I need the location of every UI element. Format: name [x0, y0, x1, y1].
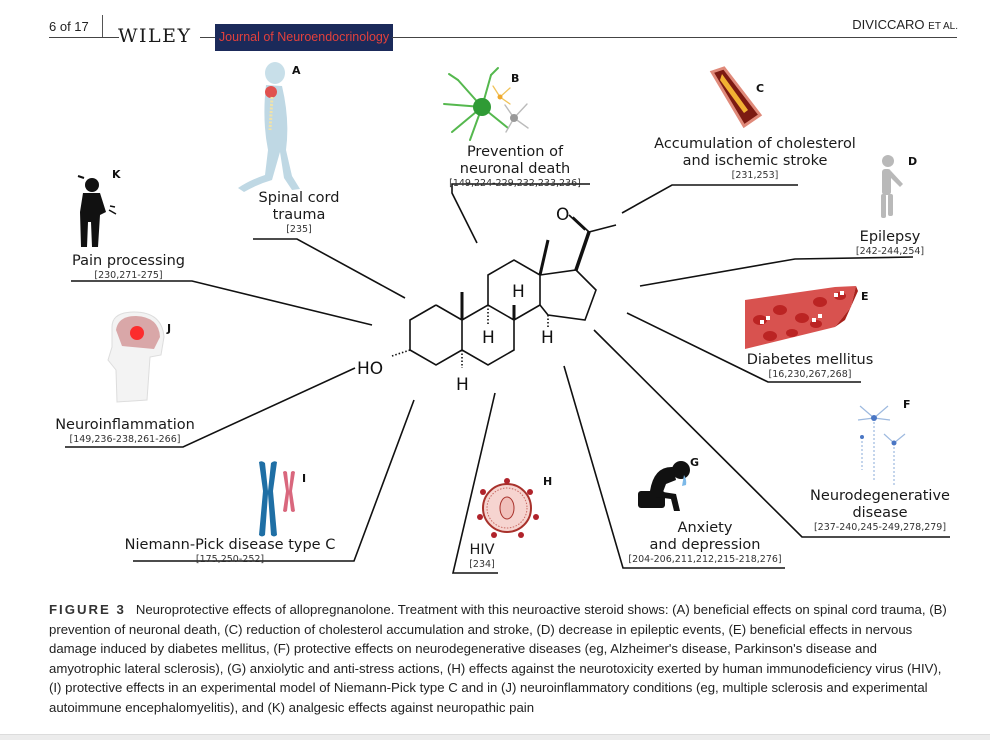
- publisher-logo: WILEY: [118, 25, 192, 47]
- panel-title: Anxiety: [677, 520, 733, 536]
- panel-references: [149,224-229,232,233,236]: [449, 178, 581, 189]
- allopregnanolone-structure: [391, 214, 617, 368]
- caption-text: Neuroprotective effects of allopregnanol…: [49, 602, 947, 715]
- panel-letter-j: J: [167, 322, 172, 335]
- running-author: DIVICCARO ET AL.: [852, 17, 958, 32]
- panel-letter-c: C: [756, 82, 765, 95]
- panel-references: [235]: [286, 224, 312, 235]
- panel-letter-k: K: [112, 168, 121, 181]
- leader-line-a: [253, 238, 406, 299]
- page-bottom-edge: [0, 734, 990, 740]
- panel-references: [231,253]: [731, 170, 779, 181]
- panel-references: [234]: [469, 559, 495, 570]
- panel-title: Neurodegenerative: [810, 488, 950, 504]
- hydrogen-label: H: [456, 375, 469, 395]
- leader-line-k: [71, 280, 373, 326]
- leader-line-b: [451, 183, 590, 244]
- panel-title: neuronal death: [459, 161, 571, 177]
- hydroxyl-label: HO: [357, 359, 383, 379]
- journal-name-banner: Journal of Neuroendocrinology: [215, 24, 393, 51]
- panel-title: Niemann-Pick disease type C: [124, 537, 336, 553]
- panel-title: trauma: [272, 207, 326, 223]
- panel-title: Epilepsy: [859, 229, 921, 245]
- leader-line-e: [626, 312, 861, 383]
- panel-label-neuroinflammation: Neuroinflammation [149,236-238,261-266]: [50, 417, 200, 445]
- neurons-icon: [443, 67, 529, 141]
- shaking-figure-icon: [881, 155, 903, 218]
- panel-references: [175,250-252]: [195, 554, 265, 565]
- leader-line-g: [563, 365, 785, 569]
- panel-label-anxiety-depression: Anxiety and depression [204-206,211,212,…: [620, 520, 790, 565]
- panel-references: [237-240,245-249,278,279]: [813, 522, 947, 533]
- walking-human-spine-icon: [238, 62, 300, 192]
- panel-title: and depression: [649, 537, 761, 553]
- author-suffix: ET AL.: [928, 21, 958, 32]
- panel-label-pain-processing: Pain processing [230,271-275]: [66, 253, 191, 281]
- leader-line-c: [621, 184, 798, 214]
- header-divider: [102, 15, 103, 37]
- panel-letter-i: I: [302, 472, 307, 485]
- panel-letter-g: G: [690, 456, 700, 469]
- panel-title: Pain processing: [72, 253, 185, 269]
- leader-line-f: [593, 329, 950, 538]
- figure-3: O HO H H H H: [0, 52, 990, 592]
- panel-title: Prevention of: [466, 144, 564, 160]
- panel-title: and ischemic stroke: [682, 153, 828, 169]
- blood-cells-glucose-icon: [745, 286, 858, 349]
- figure-label: FIGURE 3: [49, 602, 126, 617]
- panel-title: disease: [852, 505, 908, 521]
- panel-letter-a: A: [292, 64, 301, 77]
- panel-letter-e: E: [861, 290, 869, 303]
- header-rule: [49, 37, 119, 38]
- panel-letter-f: F: [903, 398, 911, 411]
- hydrogen-label: H: [482, 328, 495, 348]
- panel-label-neuronal-death: Prevention of neuronal death [149,224-22…: [440, 144, 590, 189]
- figure-artwork: O HO H H H H: [65, 62, 950, 574]
- panel-title: Accumulation of cholesterol: [654, 136, 856, 152]
- panel-label-epilepsy: Epilepsy [242-244,254]: [850, 229, 930, 257]
- panel-references: [16,230,267,268]: [768, 369, 852, 380]
- panel-title: Diabetes mellitus: [746, 352, 874, 368]
- leader-lines: [65, 183, 950, 574]
- blood-vessel-plaque-icon: [709, 66, 763, 129]
- page-number: 6 of 17: [49, 19, 89, 34]
- panel-references: [242-244,254]: [855, 246, 925, 257]
- page-header: 6 of 17 WILEY Journal of Neuroendocrinol…: [0, 0, 990, 51]
- leader-line-h: [451, 392, 498, 574]
- panel-label-hiv: HIV [234]: [462, 542, 502, 570]
- hydrogen-label: H: [541, 328, 554, 348]
- inflamed-brain-icon: [107, 311, 165, 403]
- panel-references: [230,271-275]: [94, 270, 163, 281]
- leader-line-i: [133, 399, 415, 562]
- panel-label-diabetes: Diabetes mellitus [16,230,267,268]: [745, 352, 875, 380]
- virus-icon: [477, 478, 539, 538]
- panel-title: Spinal cord: [258, 190, 340, 206]
- header-rule: [392, 37, 957, 38]
- panel-letter-b: B: [511, 72, 520, 85]
- leader-line-d: [639, 256, 914, 287]
- oxygen-label: O: [556, 205, 569, 225]
- atom-labels: O HO H H H H: [357, 205, 569, 395]
- chromosome-icon: [259, 461, 295, 537]
- panel-label-cholesterol-stroke: Accumulation of cholesterol and ischemic…: [650, 136, 860, 181]
- panel-letter-d: D: [908, 155, 918, 168]
- hydrogen-label: H: [512, 282, 525, 302]
- degenerating-neurons-icon: [857, 405, 906, 485]
- leader-line-j: [65, 367, 356, 448]
- header-rule: [200, 37, 216, 38]
- author-name: DIVICCARO: [852, 17, 925, 32]
- panel-references: [149,236-238,261-266]: [69, 434, 181, 445]
- panel-label-spinal-cord-trauma: Spinal cord trauma [235]: [244, 190, 354, 235]
- panel-label-neurodegenerative: Neurodegenerative disease [237-240,245-2…: [800, 488, 960, 533]
- panel-title: Neuroinflammation: [55, 417, 195, 433]
- panel-label-niemann-pick: Niemann-Pick disease type C [175,250-252…: [120, 537, 340, 565]
- panel-letter-h: H: [543, 475, 553, 488]
- person-in-pain-icon: [77, 175, 117, 247]
- panel-title: HIV: [469, 542, 495, 558]
- crying-person-icon: [638, 461, 690, 511]
- panel-references: [204-206,211,212,215-218,276]: [628, 554, 782, 565]
